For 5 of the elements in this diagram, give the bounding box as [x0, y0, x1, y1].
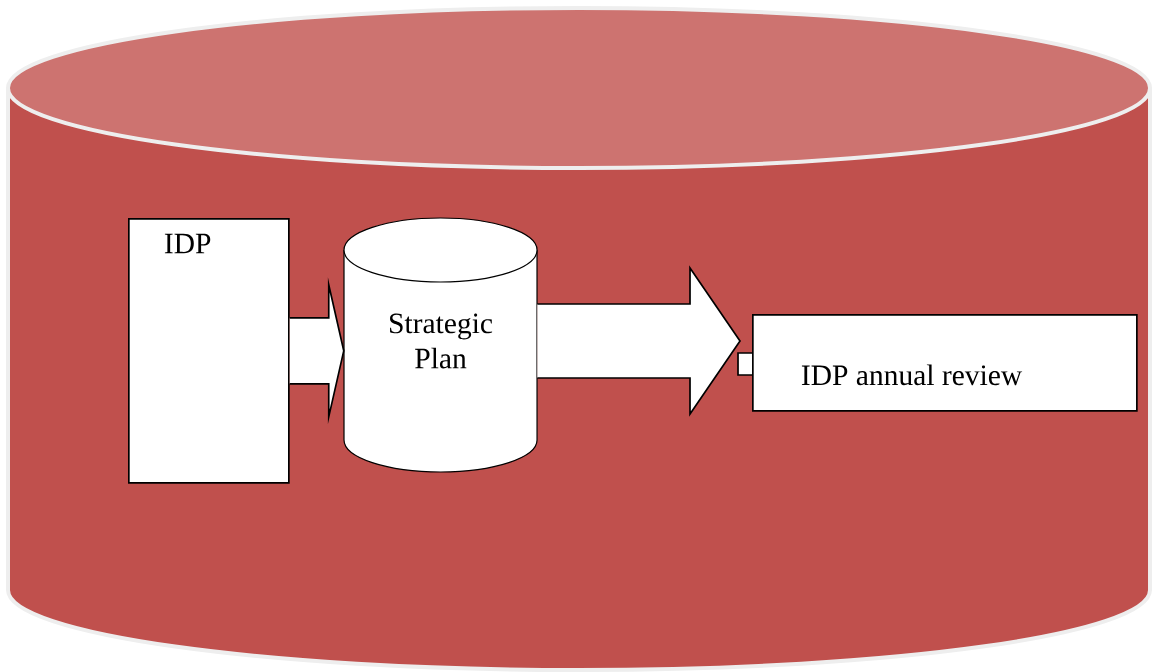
cylinder: Strategic Plan	[343, 217, 538, 473]
process-box: IDP annual review	[737, 314, 1138, 412]
block-arrow	[536, 265, 742, 417]
process-box: IDP	[128, 218, 290, 484]
block-arrow	[288, 277, 345, 425]
